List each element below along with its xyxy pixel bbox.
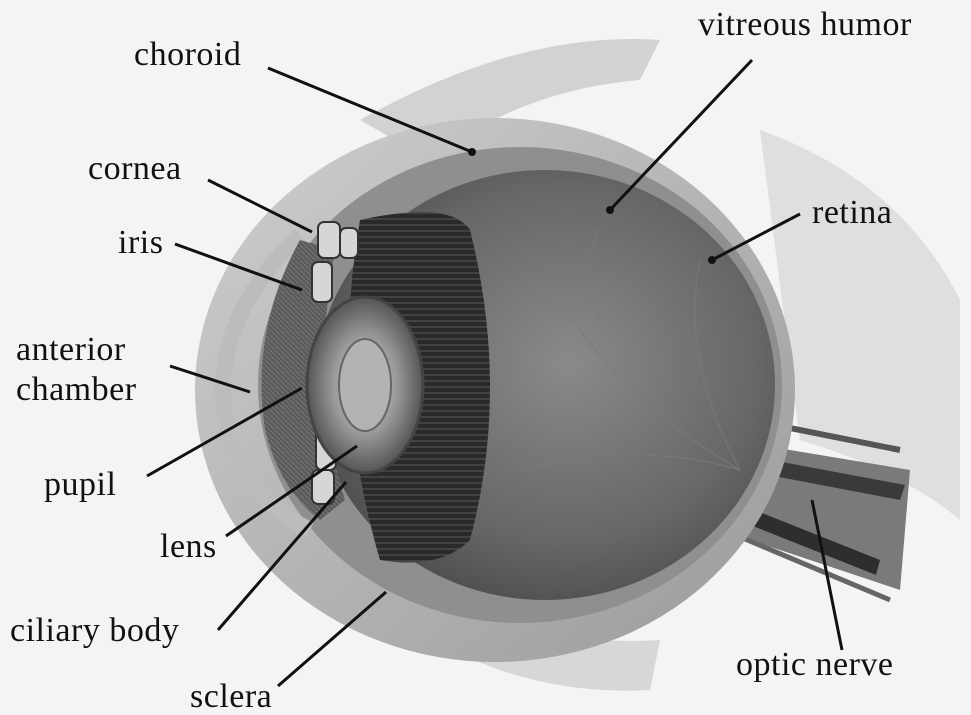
label-anterior-line2: chamber <box>16 370 137 410</box>
label-retina: retina <box>812 196 892 230</box>
label-pupil: pupil <box>44 468 116 502</box>
label-choroid: choroid <box>134 38 241 72</box>
label-cornea: cornea <box>88 152 182 186</box>
lens-core <box>339 339 391 431</box>
label-anterior-chamber: anterior chamber <box>16 330 137 410</box>
label-vitreous-humor: vitreous humor <box>698 8 912 42</box>
label-lens: lens <box>160 530 217 564</box>
label-ciliary-body: ciliary body <box>10 614 179 648</box>
label-optic-nerve: optic nerve <box>736 648 894 682</box>
label-iris: iris <box>118 226 163 260</box>
label-sclera: sclera <box>190 680 272 714</box>
label-anterior-line1: anterior <box>16 330 137 370</box>
